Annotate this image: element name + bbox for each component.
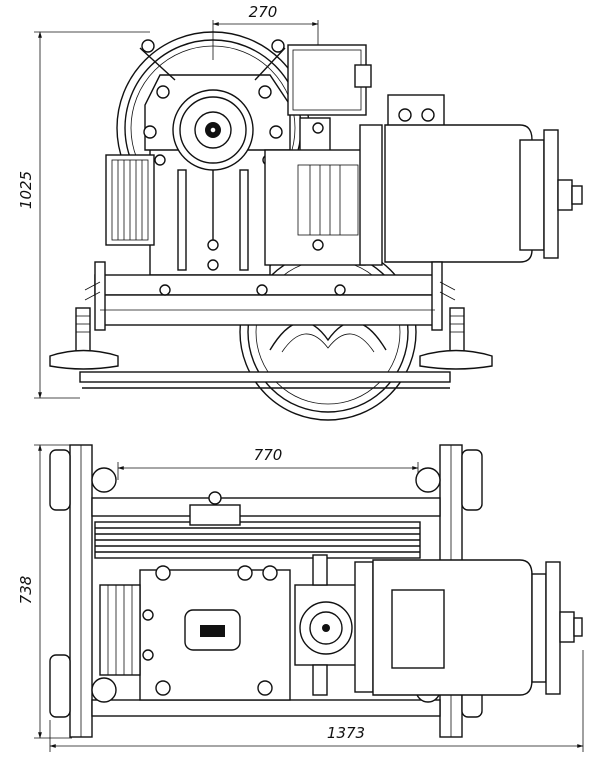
top-view: 770 738 1373 <box>17 444 584 752</box>
dim-270: 270 <box>212 3 319 60</box>
gearbox-top <box>99 565 291 701</box>
dim-738: 738 <box>17 444 72 739</box>
foot-left <box>49 307 451 389</box>
dim-1373: 1373 <box>49 650 584 752</box>
sheave-grooves <box>94 491 421 559</box>
dim-770: 770 <box>117 446 419 480</box>
motor-top <box>372 559 583 696</box>
brake-top <box>294 554 374 696</box>
dim-770-label: 770 <box>254 446 283 464</box>
base-frame <box>84 261 456 331</box>
electric-motor <box>384 94 583 263</box>
side-view: 270 1025 <box>17 3 583 421</box>
brake-assembly <box>264 44 383 266</box>
dim-738-label: 738 <box>17 576 35 605</box>
dim-1025-label: 1025 <box>17 171 35 209</box>
dim-270-label: 270 <box>249 3 278 21</box>
dim-1025: 1025 <box>17 31 150 399</box>
dim-1373-label: 1373 <box>327 724 365 742</box>
foot-right <box>419 307 493 370</box>
